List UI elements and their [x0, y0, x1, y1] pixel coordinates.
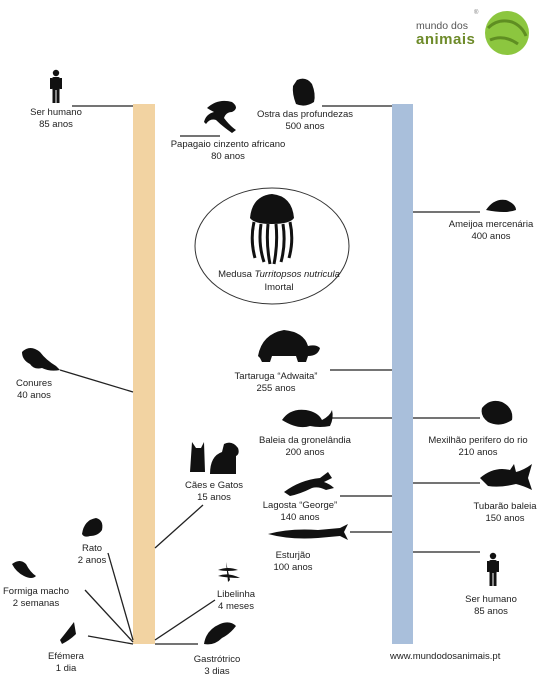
mussel-icon	[481, 400, 513, 425]
mayfly-icon	[60, 622, 76, 644]
center-label: Medusa Turritopsos nutricula Imortal	[218, 268, 340, 294]
clam-icon	[486, 199, 516, 212]
label-lagosta: Lagosta “George”140 anos	[262, 500, 338, 523]
tortoise-icon	[258, 330, 320, 362]
conure-bird-icon	[22, 348, 60, 371]
lobster-icon	[284, 472, 334, 496]
whale-icon	[282, 409, 333, 428]
label-tartaruga: Tartaruga “Adwaita”255 anos	[234, 371, 318, 394]
whale-shark-icon	[480, 464, 532, 490]
center-species: Turritopsos nutricula	[254, 269, 340, 280]
jellyfish-icon	[250, 194, 294, 265]
logo-registered: ®	[474, 10, 479, 16]
website-url: www.mundodosanimais.pt	[390, 651, 501, 662]
deep-sea-oyster-icon	[292, 78, 315, 106]
brand-logo: mundo dos animais ®	[416, 8, 534, 58]
center-prefix: Medusa	[218, 269, 255, 280]
sturgeon-icon	[268, 524, 348, 540]
right-timeline-bar	[392, 104, 413, 644]
center-ellipse	[194, 187, 350, 305]
dragonfly-icon	[218, 562, 240, 582]
connector-lines	[59, 105, 480, 645]
gastrotrich-icon	[204, 622, 236, 645]
left-timeline-bar	[133, 104, 155, 644]
ant-icon	[12, 561, 36, 578]
mouse-icon	[82, 518, 103, 537]
cat-and-dog-icon	[190, 442, 239, 474]
center-lifespan: Imortal	[264, 282, 294, 293]
logo-line1: mundo dos	[416, 20, 468, 32]
human-icon	[50, 69, 62, 103]
green-brain-globe-icon	[485, 11, 529, 55]
parrot-icon	[204, 100, 236, 133]
logo-line2: animais	[416, 31, 476, 48]
human-icon	[487, 552, 499, 586]
